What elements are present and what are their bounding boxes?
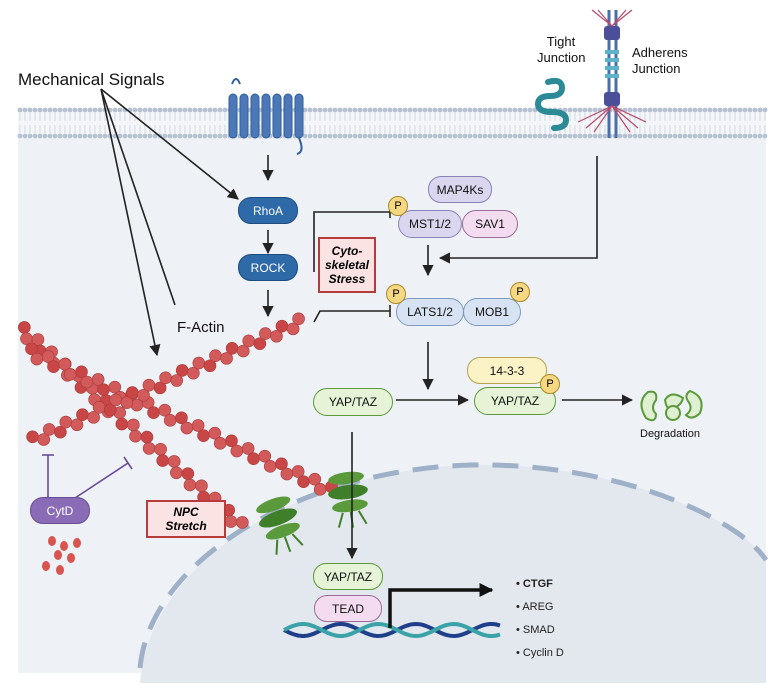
adherens-junction-protein bbox=[577, 9, 647, 138]
yap-taz-nuclear: YAP/TAZ bbox=[313, 563, 383, 590]
gpcr-receptor bbox=[228, 78, 304, 155]
npc-stretch-line2: Stretch bbox=[165, 519, 207, 533]
target-gene-smad: • SMAD bbox=[516, 624, 555, 636]
protein-14-3-3: 14-3-3 bbox=[467, 357, 547, 384]
transcription-arrow bbox=[388, 583, 494, 628]
cytd-actin-fragments bbox=[42, 536, 81, 575]
yap-taz-phospho-badge: P bbox=[540, 374, 560, 394]
degradation-label: Degradation bbox=[640, 428, 700, 440]
cytd-drug: CytD bbox=[30, 497, 90, 524]
target-gene-ctgf-text: CTGF bbox=[522, 578, 553, 590]
rock-protein: ROCK bbox=[238, 254, 298, 281]
cytoskeletal-stress-box: Cyto- skeletal Stress bbox=[318, 237, 376, 293]
cytoskeletal-stress-line1: Cyto- bbox=[331, 244, 363, 258]
tight-junction-protein bbox=[534, 77, 570, 131]
nuclear-pore-complex-left bbox=[256, 496, 304, 555]
dna-helix bbox=[283, 621, 501, 639]
mechanical-signals-label: Mechanical Signals bbox=[18, 70, 165, 89]
target-gene-ctgf: • CTGF bbox=[516, 578, 553, 590]
mob1-phospho-badge: P bbox=[510, 282, 530, 302]
map4ks-protein: MAP4Ks bbox=[428, 176, 492, 203]
sav1-protein: SAV1 bbox=[462, 210, 518, 238]
yap-taz-phosphorylated: YAP/TAZ bbox=[474, 387, 556, 415]
mst12-phospho-badge: P bbox=[388, 196, 408, 216]
arrows bbox=[100, 88, 634, 560]
target-gene-cyclin-d-text: Cyclin D bbox=[522, 647, 564, 659]
tight-junction-label-line1: Tight bbox=[546, 34, 576, 49]
npc-stretch-line1: NPC bbox=[173, 505, 199, 519]
adherens-junction-label: Adherens Junction bbox=[632, 45, 688, 77]
adherens-junction-label-line1: Adherens bbox=[632, 45, 688, 60]
tead-protein: TEAD bbox=[314, 595, 382, 622]
tight-junction-label: Tight Junction bbox=[537, 34, 585, 66]
nuclear-envelope bbox=[137, 462, 769, 669]
adherens-junction-label-line2: Junction bbox=[632, 61, 681, 76]
lats12-protein: LATS1/2 bbox=[396, 298, 464, 326]
mst12-protein: MST1/2 bbox=[398, 210, 462, 238]
degradation-fragments-icon bbox=[640, 389, 703, 422]
nucleus bbox=[140, 464, 766, 683]
mob1-protein: MOB1 bbox=[463, 298, 521, 326]
cytoskeletal-stress-line3: Stress bbox=[328, 272, 366, 286]
target-gene-cyclin-d: • Cyclin D bbox=[516, 647, 564, 659]
f-actin-label: F-Actin bbox=[177, 319, 225, 336]
lats12-phospho-badge: P bbox=[386, 284, 406, 304]
rhoa-protein: RhoA bbox=[238, 197, 298, 224]
target-gene-smad-text: SMAD bbox=[522, 624, 555, 636]
target-gene-areg-text: AREG bbox=[522, 601, 554, 613]
tight-junction-label-line2: Junction bbox=[537, 50, 586, 65]
yap-taz-cytoplasmic: YAP/TAZ bbox=[313, 388, 393, 416]
f-actin-filaments bbox=[18, 312, 338, 529]
target-gene-areg: • AREG bbox=[516, 601, 554, 613]
npc-stretch-box: NPC Stretch bbox=[146, 500, 226, 538]
cytoskeletal-stress-line2: skeletal bbox=[324, 258, 370, 272]
